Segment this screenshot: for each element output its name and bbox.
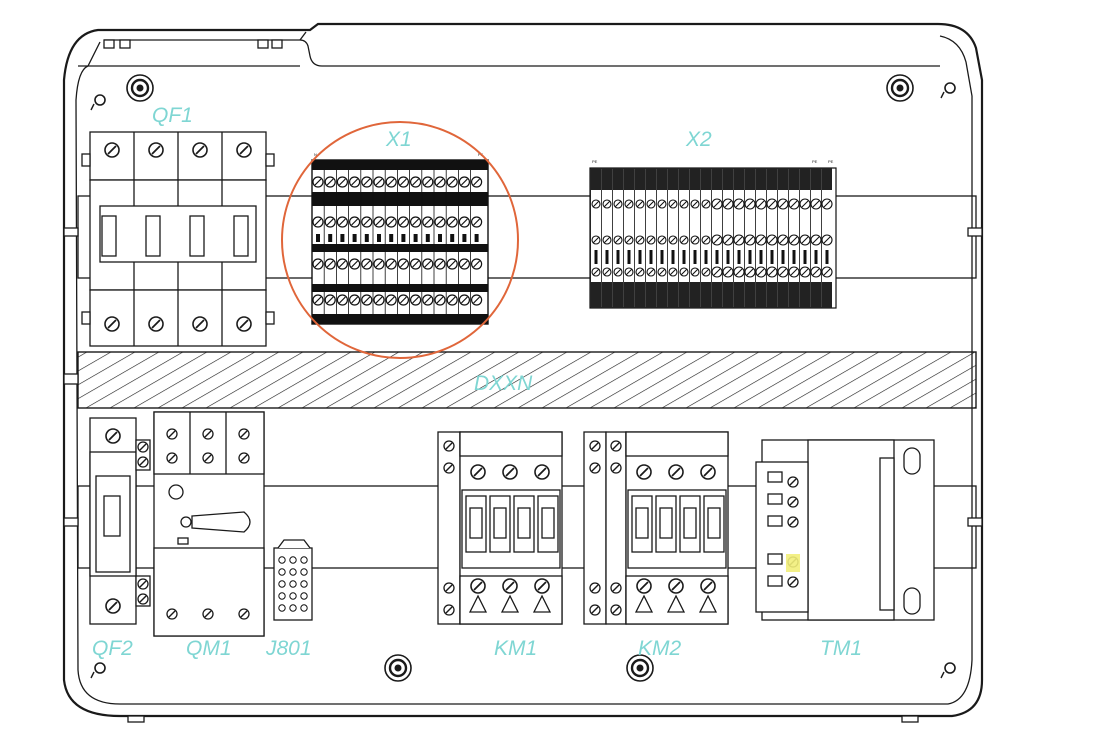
- x1-terminals: [311, 170, 483, 314]
- km2-poles: [631, 495, 725, 553]
- x2-tag-right-a: PE: [812, 159, 818, 164]
- mount-hole-bl: [383, 653, 413, 683]
- motor-protector-qm1: QM1: [153, 411, 265, 660]
- wiring-duct: [63, 351, 977, 409]
- highlight-circle: [281, 121, 519, 359]
- label-qm1: QM1: [186, 637, 232, 660]
- label-km2: KM2: [638, 637, 682, 660]
- connector-j801: J801: [265, 539, 313, 660]
- transformer-tm1: TM1: [755, 439, 935, 660]
- enclosure-frame: [62, 22, 984, 723]
- x2-terminals: [590, 168, 833, 308]
- mount-hole-tl: [125, 73, 155, 103]
- terminal-block-x1: N PE X1: [281, 121, 519, 359]
- x1-tag-left: N: [314, 152, 317, 157]
- pin-tl: [90, 94, 106, 111]
- label-j801: J801: [265, 637, 312, 660]
- contactor-km2: KM2: [583, 431, 729, 660]
- label-x2: X2: [685, 128, 712, 151]
- label-tm1: TM1: [820, 637, 862, 660]
- label-qf2: QF2: [92, 637, 133, 660]
- contactor-km1: KM1: [437, 431, 563, 660]
- label-qf1: QF1: [152, 104, 193, 127]
- label-duct: DXXN: [474, 372, 533, 395]
- pin-bl: [90, 662, 106, 679]
- breaker-qf2: QF2: [89, 417, 151, 660]
- breaker-qf1: QF1: [81, 104, 275, 347]
- terminal-block-x2: PE PE PE X2: [589, 128, 837, 309]
- label-x1: X1: [385, 128, 412, 151]
- km1-poles: [465, 495, 559, 553]
- j801-pins: [278, 556, 308, 612]
- label-km1: KM1: [494, 637, 537, 660]
- pin-tr: [940, 82, 956, 99]
- indicator-highlight: [786, 554, 800, 572]
- mount-hole-tr: [885, 73, 915, 103]
- x2-tag-right-b: PE: [828, 159, 834, 164]
- x2-tag-left: PE: [592, 159, 598, 164]
- pin-br: [940, 662, 956, 679]
